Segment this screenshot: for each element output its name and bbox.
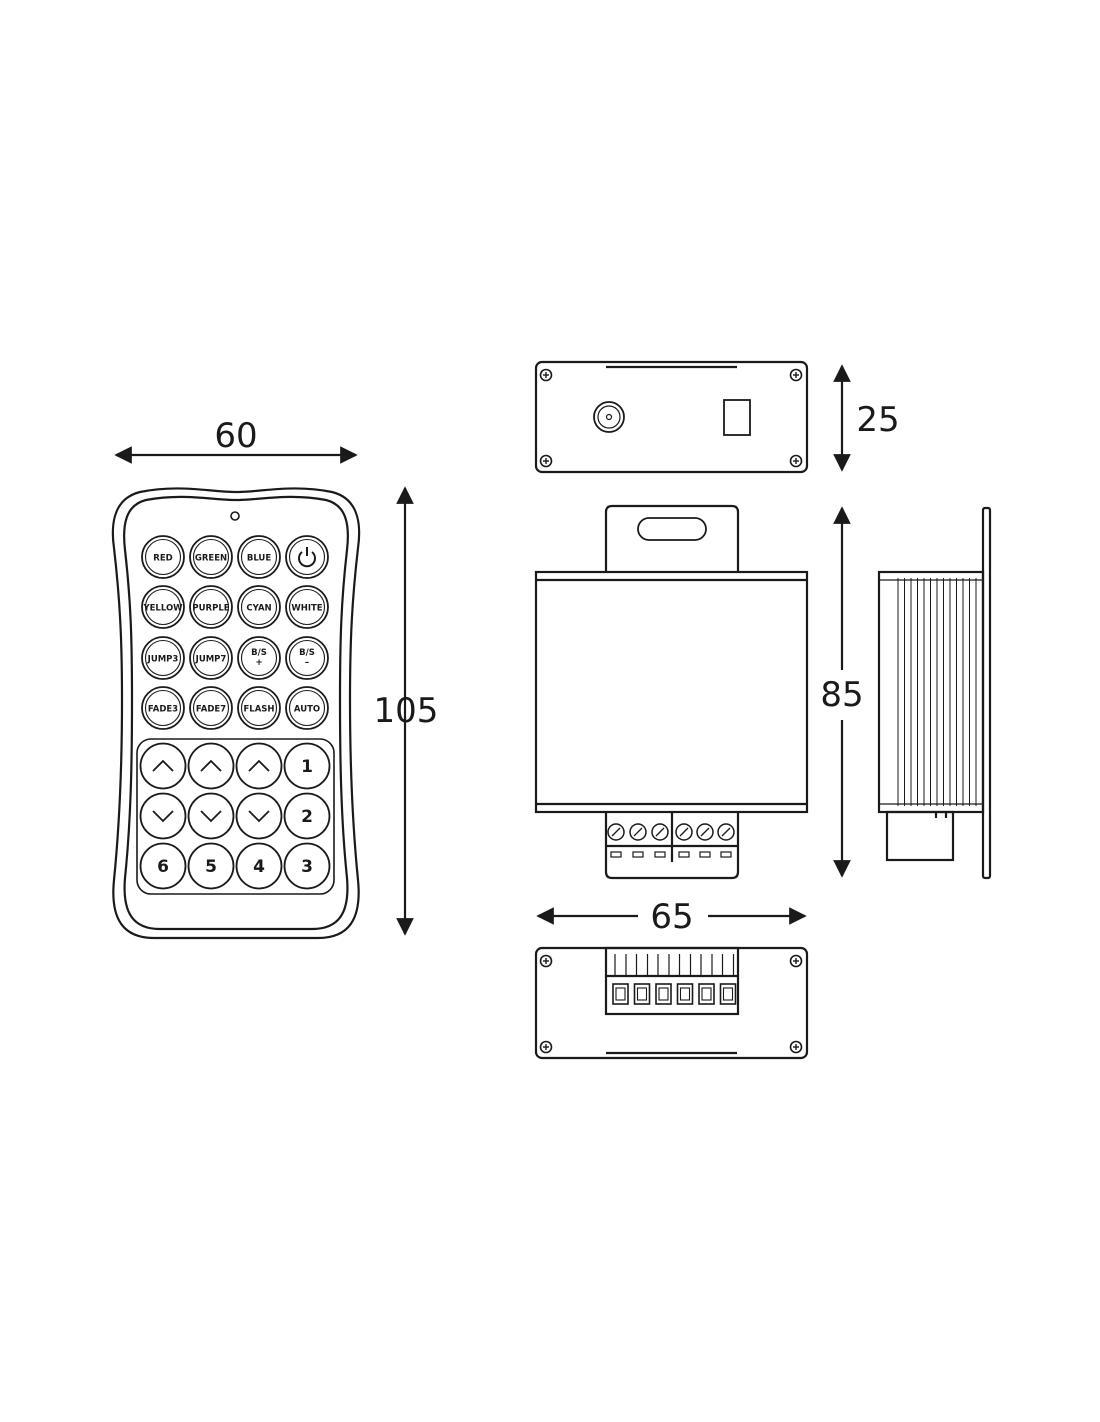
- brightness-speed-down-button[interactable]: B/S–: [285, 636, 329, 680]
- flash-button[interactable]: FLASH: [237, 686, 281, 730]
- chevron-down-icon: [152, 810, 174, 823]
- controller-top-view: [534, 360, 809, 474]
- terminal-slot: [719, 954, 737, 1005]
- num-6-button[interactable]: 6: [139, 842, 187, 890]
- terminal-slot: [676, 954, 694, 1005]
- controller-bottom-view: [534, 946, 809, 1060]
- controller-width-label: 65: [650, 897, 693, 937]
- white-button-label: WHITE: [291, 604, 322, 614]
- flash-button-label: FLASH: [243, 705, 274, 715]
- num-1-button[interactable]: 1: [283, 742, 331, 790]
- num-5-button-label: 5: [205, 857, 217, 877]
- brightness-speed-up-button-label: B/S: [251, 648, 267, 658]
- terminal-screw: [651, 823, 669, 858]
- brightness-speed-up-button[interactable]: B/S+: [237, 636, 281, 680]
- down-3-button[interactable]: [235, 792, 283, 840]
- power-icon: [298, 547, 316, 568]
- chevron-down-icon: [200, 810, 222, 823]
- brightness-speed-down-button-label: B/S: [299, 648, 315, 658]
- down-2-button[interactable]: [187, 792, 235, 840]
- num-4-button-label: 4: [253, 857, 265, 877]
- remote-dimension-width: 60: [114, 416, 358, 464]
- blue-button[interactable]: BLUE: [237, 535, 281, 579]
- controller-height-label: 85: [820, 675, 863, 715]
- terminal-slot: [612, 954, 629, 1005]
- bottom-terminal-block: [612, 954, 737, 1005]
- up-2-button[interactable]: [187, 742, 235, 790]
- num-6-button-label: 6: [157, 857, 169, 877]
- yellow-button[interactable]: YELLOW: [141, 585, 185, 629]
- white-button[interactable]: WHITE: [285, 585, 329, 629]
- terminal-screw: [717, 823, 735, 858]
- auto-button-label: AUTO: [294, 705, 320, 715]
- fade7-button[interactable]: FADE7: [189, 686, 233, 730]
- fade3-button[interactable]: FADE3: [141, 686, 185, 730]
- controller-front-view: [534, 504, 809, 880]
- fade3-button-label: FADE3: [148, 705, 178, 715]
- terminal-screw: [696, 823, 714, 858]
- controller-side-view: [877, 506, 992, 880]
- jump3-button-label: JUMP3: [147, 655, 179, 665]
- output-terminal-block: [607, 823, 735, 858]
- cyan-button[interactable]: CYAN: [237, 585, 281, 629]
- chevron-up-icon: [248, 759, 270, 772]
- remote-inner-body: [123, 495, 349, 931]
- jump3-button[interactable]: JUMP3: [141, 636, 185, 680]
- chevron-up-icon: [152, 759, 174, 772]
- ir-receiver-window: [723, 399, 751, 436]
- chevron-up-icon: [200, 759, 222, 772]
- terminal-screw: [607, 823, 625, 858]
- terminal-slot: [655, 954, 672, 1005]
- controller-dimension-height: 85: [812, 506, 874, 878]
- dc-jack-icon: [593, 401, 625, 433]
- jump7-button[interactable]: JUMP7: [189, 636, 233, 680]
- num-2-button-label: 2: [301, 807, 313, 827]
- remote-lower-panel: [136, 738, 335, 895]
- brightness-speed-up-button-label: +: [255, 658, 262, 668]
- terminal-screw: [629, 823, 647, 858]
- jump7-button-label: JUMP7: [195, 655, 227, 665]
- up-1-button[interactable]: [139, 742, 187, 790]
- red-button[interactable]: RED: [141, 535, 185, 579]
- terminal-slot: [698, 954, 715, 1005]
- terminal-slot: [633, 954, 651, 1005]
- remote-width-label: 60: [214, 416, 257, 456]
- remote-button-grid: RED GREEN BLUE YELLOW PURPLE CYAN WHITE JUMP3 JU…: [139, 535, 331, 890]
- chevron-down-icon: [248, 810, 270, 823]
- up-3-button[interactable]: [235, 742, 283, 790]
- num-5-button[interactable]: 5: [187, 842, 235, 890]
- num-4-button[interactable]: 4: [235, 842, 283, 890]
- yellow-button-label: YELLOW: [142, 604, 183, 614]
- terminal-screw: [675, 823, 693, 858]
- red-button-label: RED: [153, 554, 172, 564]
- purple-button-label: PURPLE: [192, 604, 229, 614]
- purple-button[interactable]: PURPLE: [189, 585, 233, 629]
- remote-indicator-led: [230, 511, 240, 521]
- remote-dimension-height: 105: [374, 486, 439, 936]
- num-1-button-label: 1: [301, 757, 313, 777]
- power-button[interactable]: [285, 535, 329, 579]
- controller-depth-label: 25: [856, 400, 899, 440]
- remote-height-label: 105: [374, 691, 439, 731]
- num-2-button[interactable]: 2: [283, 792, 331, 840]
- auto-button[interactable]: AUTO: [285, 686, 329, 730]
- green-button[interactable]: GREEN: [189, 535, 233, 579]
- green-button-label: GREEN: [195, 554, 227, 564]
- brightness-speed-down-button-label: –: [305, 658, 309, 668]
- controller-dimension-width: 65: [536, 895, 807, 939]
- remote-outer-body: [111, 487, 361, 940]
- fade7-button-label: FADE7: [196, 705, 226, 715]
- remote-control: RED GREEN BLUE YELLOW PURPLE CYAN WHITE JUMP3 JU…: [111, 487, 361, 940]
- controller-dimension-depth: 25: [833, 364, 900, 472]
- num-3-button-label: 3: [301, 857, 313, 877]
- cyan-button-label: CYAN: [246, 604, 271, 614]
- blue-button-label: BLUE: [247, 554, 271, 564]
- mounting-slot: [637, 517, 707, 541]
- num-3-button[interactable]: 3: [283, 842, 331, 890]
- down-1-button[interactable]: [139, 792, 187, 840]
